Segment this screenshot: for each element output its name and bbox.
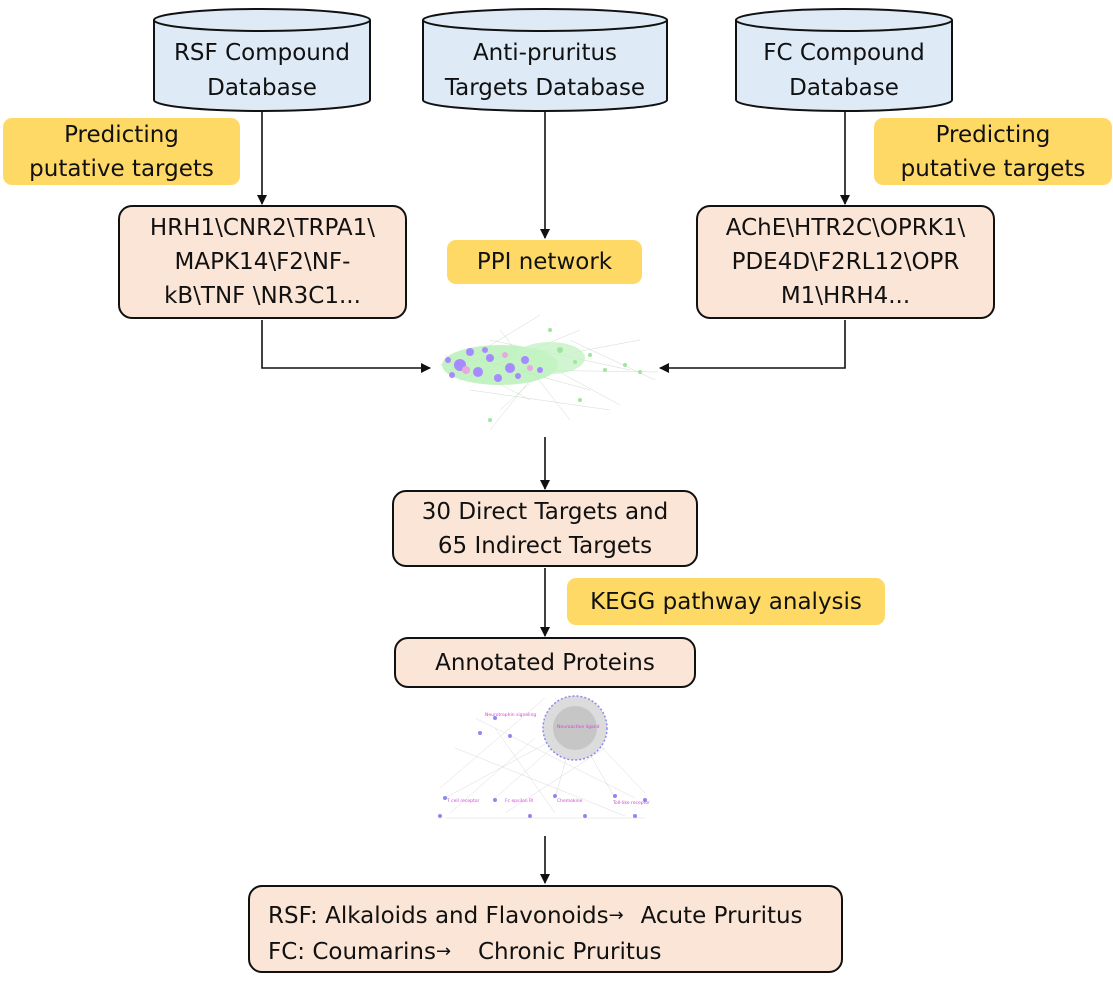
direct-indirect-targets-box: 30 Direct Targets and 65 Indirect Target…	[392, 490, 698, 567]
rsf-targets-box: HRH1\CNR2\TRPA1\ MAPK14\F2\NF- kB\TNF \N…	[118, 205, 407, 319]
database-icon	[735, 8, 953, 112]
rsf-targets-text: HRH1\CNR2\TRPA1\ MAPK14\F2\NF- kB\TNF \N…	[149, 215, 376, 309]
rsf-compound-database: RSF Compound Database	[153, 8, 371, 112]
predicting-targets-label-left: Predicting putative targets	[3, 118, 240, 185]
fc-compounds-text: FC: Coumarins	[268, 939, 436, 965]
conclusion-box: RSF: Alkaloids and Flavonoids→Acute Prur…	[248, 885, 843, 973]
pathway-label-neuroactive: Neuroactive ligand	[557, 724, 600, 730]
kegg-pathway-label: KEGG pathway analysis	[567, 578, 885, 625]
direct-indirect-text: 30 Direct Targets and 65 Indirect Target…	[421, 498, 669, 559]
ppi-network-label: PPI network	[447, 240, 642, 284]
pathway-label-chemokine: Chemokine	[557, 798, 583, 804]
predicting-left-text: Predicting putative targets	[29, 121, 214, 182]
kegg-pathway-text: KEGG pathway analysis	[590, 588, 862, 615]
rsf-compounds-text: RSF: Alkaloids and Flavonoids	[268, 903, 609, 929]
anti-pruritus-database-label: Anti-pruritus Targets Database	[444, 40, 646, 101]
predicting-right-text: Predicting putative targets	[900, 121, 1086, 182]
rsf-database-label: RSF Compound Database	[173, 40, 351, 101]
pathway-label-neurotrophin: Neurotrophin signaling	[485, 712, 536, 718]
annotated-proteins-text: Annotated Proteins	[435, 649, 655, 676]
pathway-label-fc-epsilon: Fc epsilon RI	[505, 798, 533, 804]
ppi-network-image	[439, 314, 659, 431]
right-arrow-icon: →	[435, 941, 452, 962]
arrow-rsf-targets-to-ppi	[261, 320, 431, 373]
arrow-fc-targets-to-ppi	[659, 320, 846, 373]
database-icon	[153, 8, 371, 112]
acute-pruritus-text: Acute Pruritus	[640, 903, 803, 929]
database-icon	[422, 8, 668, 112]
annotated-proteins-box: Annotated Proteins	[394, 637, 696, 688]
conclusion-line-fc: FC: Coumarins→ Chronic Pruritus	[268, 935, 841, 971]
predicting-targets-label-right: Predicting putative targets	[874, 118, 1112, 185]
fc-targets-box: AChE\HTR2C\OPRK1\ PDE4D\F2RL12\OPR M1\HR…	[696, 205, 995, 319]
right-arrow-icon: →	[608, 905, 624, 926]
fc-database-label: FC Compound Database	[763, 40, 925, 101]
fc-compound-database: FC Compound Database	[735, 8, 953, 112]
fc-targets-text: AChE\HTR2C\OPRK1\ PDE4D\F2RL12\OPR M1\HR…	[725, 215, 966, 309]
pathway-label-tcell: T cell receptor	[446, 798, 479, 804]
pathway-label-toll-like: Toll-like receptor	[612, 800, 650, 806]
anti-pruritus-targets-database: Anti-pruritus Targets Database	[422, 8, 668, 112]
ppi-network-text: PPI network	[476, 249, 613, 275]
pathway-network-image: Neurotrophin signaling Neuroactive ligan…	[438, 695, 650, 819]
chronic-pruritus-text: Chronic Pruritus	[477, 939, 662, 965]
conclusion-line-rsf: RSF: Alkaloids and Flavonoids→ Acute Prur…	[268, 899, 841, 935]
